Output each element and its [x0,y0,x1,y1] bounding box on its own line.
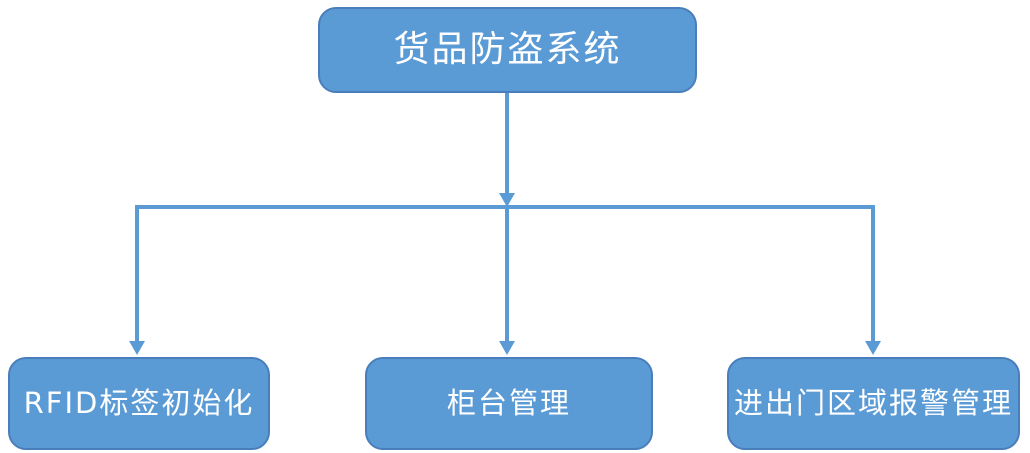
node-entry-exit-alarm-management-label: 进出门区域报警管理 [733,385,1013,420]
arrowhead-root-to-bus [499,193,515,207]
node-root: 货品防盗系统 [318,7,697,93]
node-entry-exit-alarm-management: 进出门区域报警管理 [727,357,1020,450]
arrowhead-child-0 [129,341,145,355]
node-rfid-tag-init: RFID标签初始化 [8,357,270,450]
arrowhead-child-2 [865,341,881,355]
node-counter-management: 柜台管理 [365,357,653,450]
node-root-label: 货品防盗系统 [393,29,622,71]
node-counter-management-label: 柜台管理 [446,385,571,420]
arrowhead-child-1 [499,341,515,355]
node-rfid-tag-init-label: RFID标签初始化 [23,385,255,420]
